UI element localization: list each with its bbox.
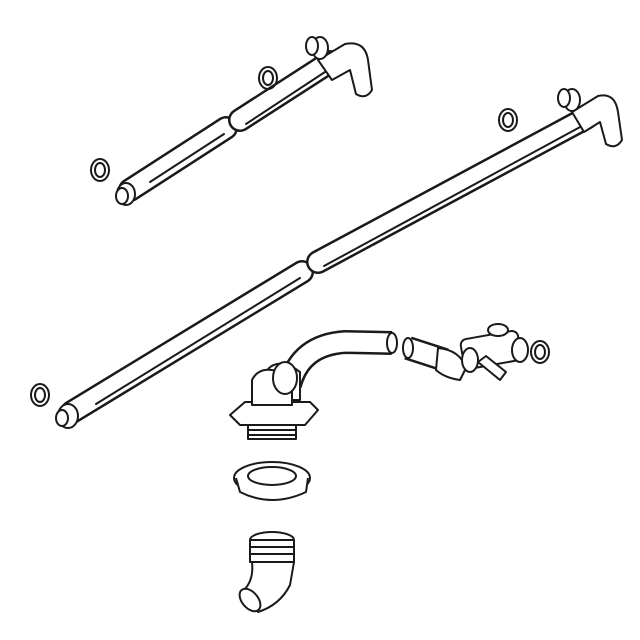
o-ring — [498, 108, 518, 132]
bent-drain-pipe — [264, 329, 467, 401]
lock-nut — [233, 461, 311, 501]
o-ring — [258, 66, 278, 90]
long-hose — [55, 88, 623, 429]
o-ring — [30, 383, 50, 407]
o-ring — [90, 158, 110, 182]
short-hose — [115, 36, 373, 206]
flange-fitting — [229, 361, 319, 440]
elbow-fitting — [238, 531, 295, 613]
valve — [459, 323, 550, 381]
